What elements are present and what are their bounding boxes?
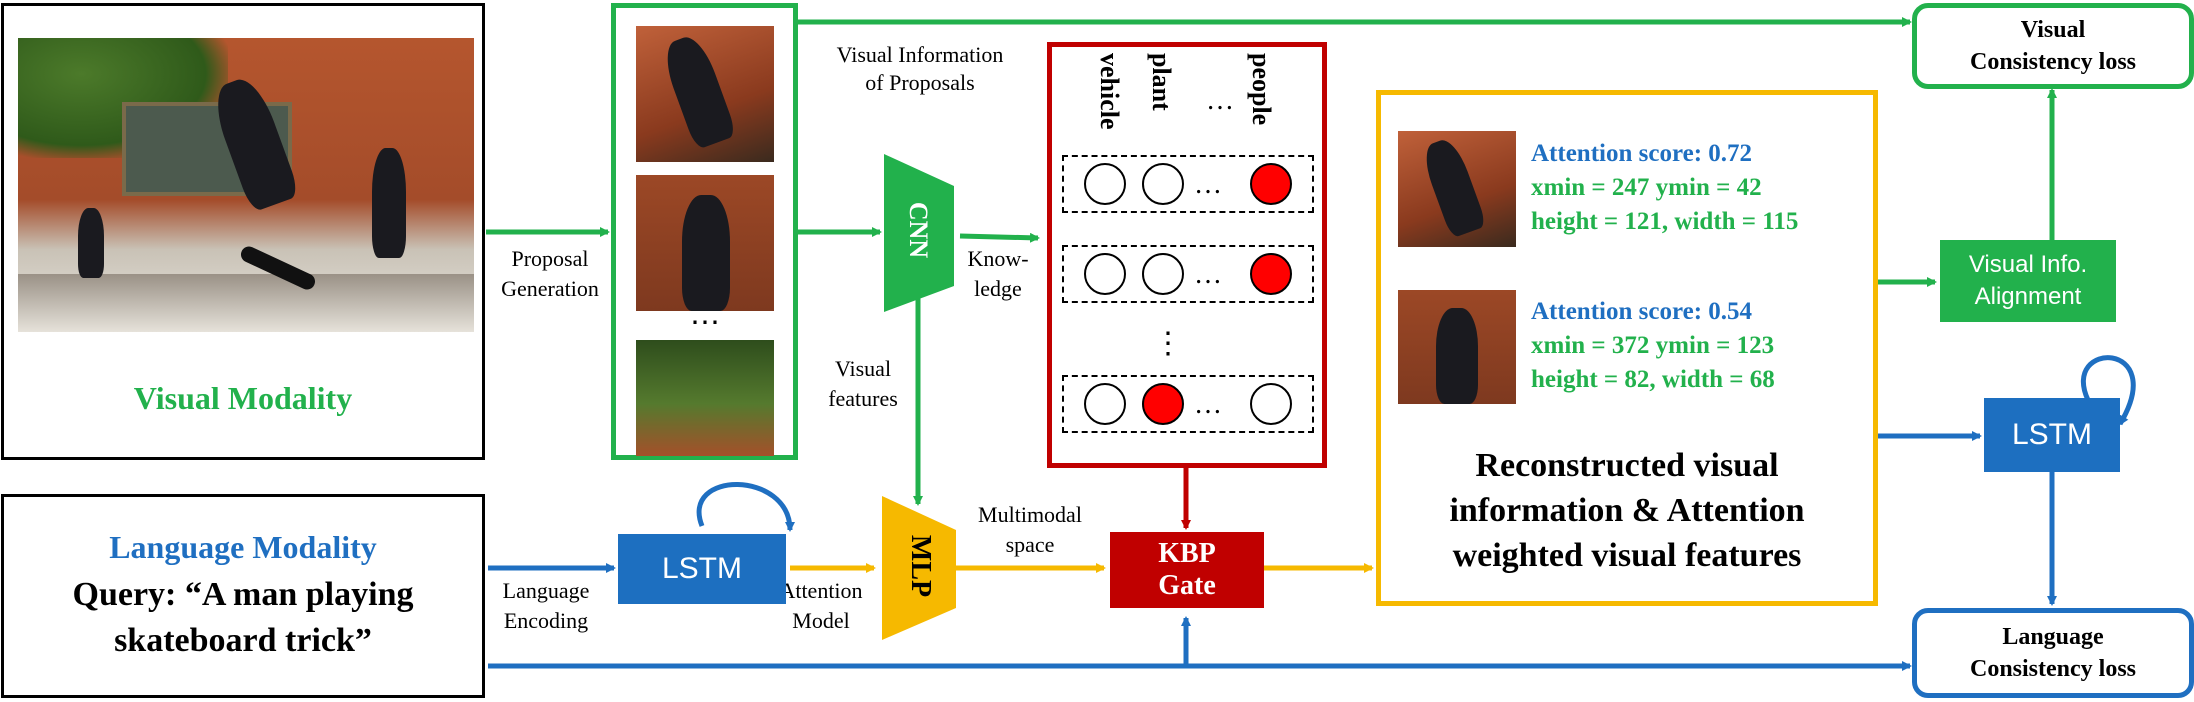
knowledge-node bbox=[1142, 163, 1184, 205]
kbp-label: KBP bbox=[1158, 538, 1216, 569]
reconstructed-thumb-1 bbox=[1398, 131, 1516, 247]
entry2-coords: xmin = 372 ymin = 123 bbox=[1531, 332, 1775, 359]
mlp-label: MLP bbox=[905, 534, 936, 598]
skateboard-photo bbox=[18, 38, 474, 332]
class-people: people bbox=[1247, 53, 1276, 126]
label-visual-information: Visual Information bbox=[836, 42, 1004, 67]
language-loss-line-2: Consistency loss bbox=[1969, 656, 2137, 682]
label-ledge: ledge bbox=[974, 276, 1022, 301]
lstm-left-label: LSTM bbox=[661, 552, 742, 585]
reconstructed-caption-2: information & Attention bbox=[1449, 492, 1805, 529]
entry1-coords: xmin = 247 ymin = 42 bbox=[1531, 174, 1762, 201]
knowledge-node bbox=[1084, 253, 1126, 295]
label-model: Model bbox=[792, 608, 850, 633]
visual-modality-title: Visual Modality bbox=[133, 379, 353, 416]
entry2-size: height = 82, width = 68 bbox=[1531, 366, 1775, 393]
gate-label: Gate bbox=[1158, 570, 1216, 601]
row-ellipsis: … bbox=[1194, 259, 1222, 290]
class-plant: plant bbox=[1147, 53, 1176, 111]
lstm-right-block: LSTM bbox=[1984, 398, 2120, 472]
label-encoding: Encoding bbox=[503, 608, 589, 633]
visual-consistency-loss: Visual Consistency loss bbox=[1912, 3, 2194, 89]
label-of-proposals: of Proposals bbox=[865, 70, 975, 95]
label-features: features bbox=[828, 386, 898, 411]
kbp-gate-block: KBP Gate bbox=[1110, 532, 1264, 608]
knowledge-node bbox=[1250, 383, 1292, 425]
cnn-label: CNN bbox=[904, 201, 933, 259]
knowledge-panel: vehicle plant … people … … ⋮ … bbox=[1047, 42, 1327, 468]
visual-loss-line-2: Consistency loss bbox=[1969, 49, 2137, 75]
visual-loss-line-1: Visual bbox=[2020, 17, 2086, 43]
knowledge-node-active bbox=[1142, 383, 1184, 425]
entry1-size: height = 121, width = 115 bbox=[1531, 208, 1799, 235]
entry1-score: Attention score: 0.72 bbox=[1531, 140, 1753, 167]
reconstructed-panel: Attention score: 0.72 xmin = 247 ymin = … bbox=[1376, 90, 1878, 606]
label-proposal: Proposal bbox=[511, 246, 589, 271]
proposals-ellipsis: ⋯ bbox=[690, 305, 720, 339]
alignment-line-2: Alignment bbox=[1974, 283, 2082, 310]
label-language: Language bbox=[502, 578, 590, 603]
reconstructed-caption-3: weighted visual features bbox=[1452, 537, 1802, 574]
lstm-right-label: LSTM bbox=[2011, 418, 2092, 451]
query-line-2: skateboard trick” bbox=[114, 622, 372, 659]
proposal-thumb-3 bbox=[636, 340, 774, 456]
label-space: space bbox=[1005, 532, 1055, 557]
language-modality-title: Language Modality bbox=[109, 528, 377, 565]
language-loss-line-1: Language bbox=[2002, 624, 2104, 650]
label-attention: Attention bbox=[779, 578, 863, 603]
query-line-1: Query: “A man playing bbox=[72, 576, 414, 613]
entry2-score: Attention score: 0.54 bbox=[1531, 298, 1753, 325]
row-ellipsis: … bbox=[1194, 389, 1222, 420]
label-multimodal: Multimodal bbox=[978, 502, 1082, 527]
lstm-left-block: LSTM bbox=[618, 534, 786, 604]
class-vehicle: vehicle bbox=[1095, 53, 1124, 130]
visual-modality-panel: Visual Modality bbox=[1, 3, 485, 460]
proposal-thumb-1 bbox=[636, 26, 774, 162]
knowledge-row-1: … bbox=[1062, 155, 1314, 213]
knowledge-node bbox=[1142, 253, 1184, 295]
knowledge-node-active bbox=[1250, 163, 1292, 205]
alignment-line-1: Visual Info. bbox=[1968, 251, 2088, 278]
language-consistency-loss: Language Consistency loss bbox=[1912, 608, 2194, 698]
cnn-block bbox=[884, 154, 954, 312]
proposal-thumb-2 bbox=[636, 175, 774, 311]
knowledge-node bbox=[1084, 383, 1126, 425]
label-generation: Generation bbox=[501, 276, 599, 301]
mlp-block bbox=[882, 496, 956, 640]
proposals-panel: ⋯ bbox=[611, 3, 798, 460]
knowledge-node-active bbox=[1250, 253, 1292, 295]
knowledge-row-3: … bbox=[1062, 375, 1314, 433]
language-modality-panel: Language Modality Query: “A man playing … bbox=[1, 494, 485, 698]
label-visual: Visual bbox=[834, 356, 892, 381]
row-ellipsis: … bbox=[1194, 169, 1222, 200]
visual-info-alignment-block: Visual Info. Alignment bbox=[1940, 240, 2116, 322]
knowledge-node bbox=[1084, 163, 1126, 205]
reconstructed-caption-1: Reconstructed visual bbox=[1475, 447, 1779, 484]
reconstructed-thumb-2 bbox=[1398, 290, 1516, 404]
class-ellipsis: … bbox=[1206, 85, 1234, 116]
label-know: Know- bbox=[967, 246, 1029, 271]
rows-vertical-ellipsis: ⋮ bbox=[1153, 326, 1183, 360]
knowledge-row-2: … bbox=[1062, 245, 1314, 303]
